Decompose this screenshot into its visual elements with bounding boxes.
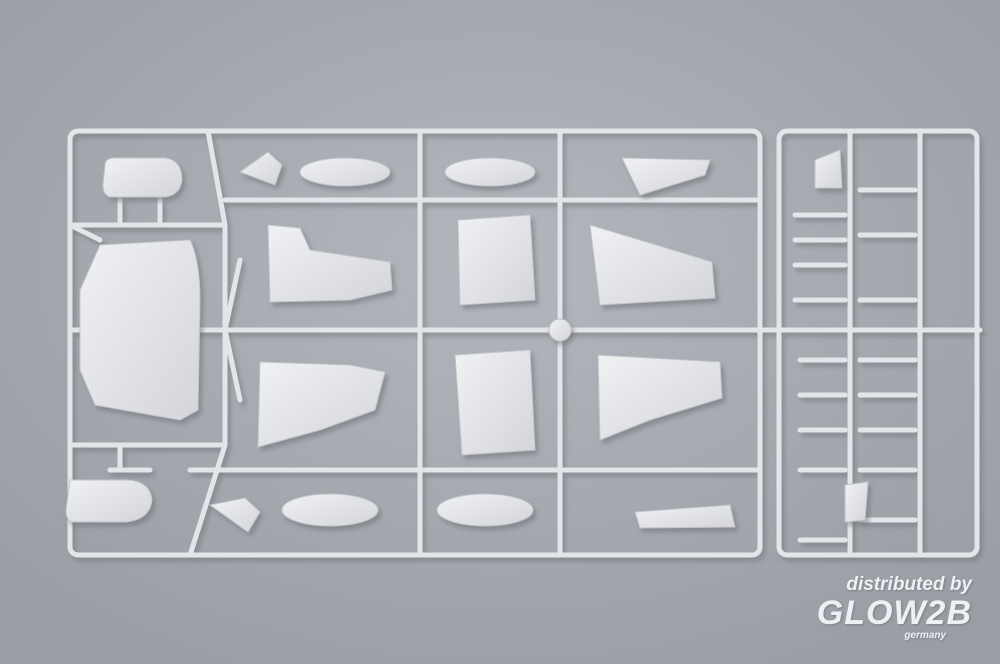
- part-cover-bottom: [65, 479, 153, 523]
- part-wing-lower-mid: [454, 349, 536, 456]
- part-fin-upper-left: [267, 224, 393, 303]
- plastic-parts: [65, 149, 869, 533]
- part-fin-lower-left: [257, 361, 386, 448]
- watermark-line1: distributed by: [846, 574, 972, 595]
- part-wing-lower-right: [597, 354, 723, 441]
- part-fuselage-panel: [79, 239, 201, 421]
- part-wing-upper-mid: [457, 214, 536, 306]
- main-sprue-frame: [67, 128, 983, 558]
- watermark-brand: GLOW2B: [816, 594, 972, 632]
- part-cover-top: [102, 157, 183, 198]
- watermark-sub: germany: [904, 630, 946, 641]
- part-wing-upper-right: [589, 224, 716, 306]
- distributor-watermark: distributed by GLOW2B germany: [817, 574, 972, 641]
